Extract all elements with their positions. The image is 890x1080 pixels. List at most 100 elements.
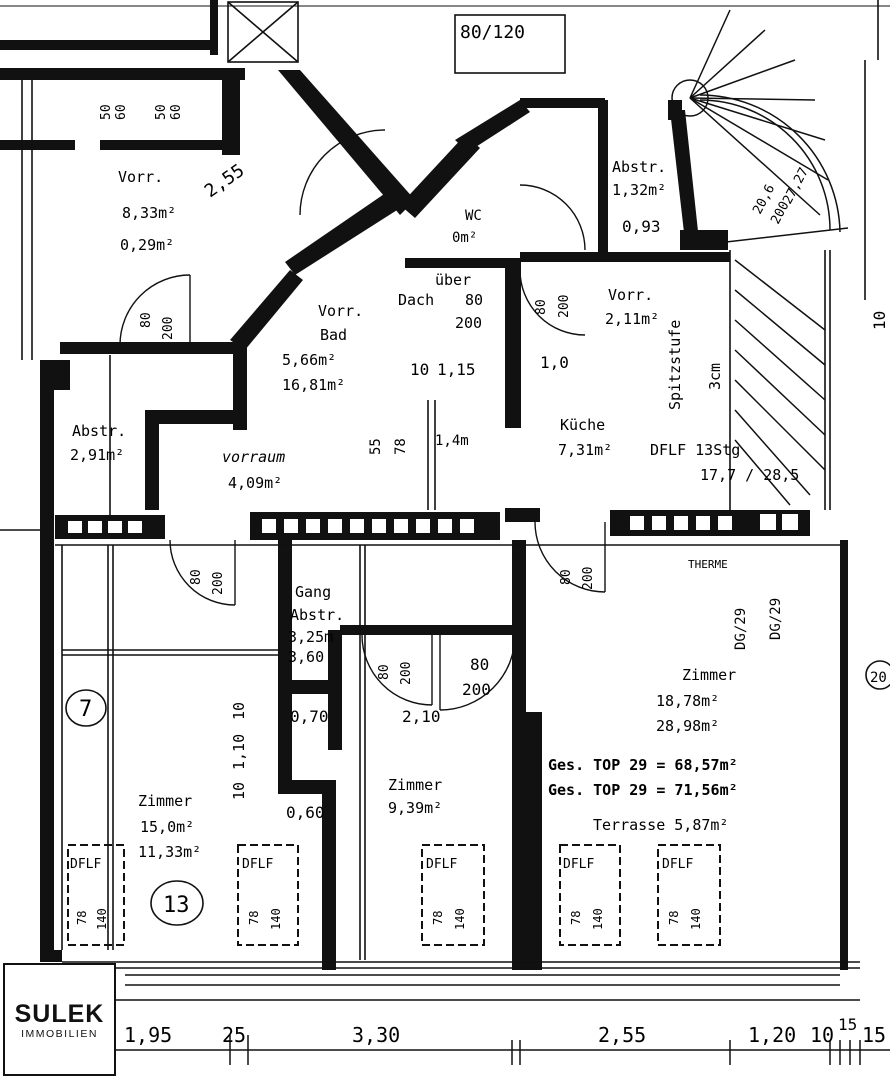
bottom-dim-25: 25 <box>222 1023 246 1047</box>
logo-sub: IMMOBILIEN <box>21 1027 98 1040</box>
zimmer-left-name: Zimmer <box>138 792 192 810</box>
total-line2: Ges. TOP 29 = 71,56m² <box>548 781 738 799</box>
zimmer-right-area2: 28,98m² <box>656 717 719 735</box>
dg-label1: DG/29 <box>733 608 749 650</box>
dflf-w5-h: 140 <box>689 908 703 930</box>
door-swings <box>119 129 606 711</box>
sulek-logo: SULEK IMMOBILIEN <box>3 963 116 1076</box>
dflf-label: DFLF 13Stg <box>650 441 740 459</box>
bottom-dim-15a: 15 <box>838 1015 857 1034</box>
gang-name: Gang <box>295 583 331 601</box>
dflf-w5: DFLF <box>662 857 693 872</box>
vorr2-area: 2,11m² <box>605 310 659 328</box>
bad-area: 5,66m² <box>282 351 336 369</box>
door-l1-h: 200 <box>161 317 176 340</box>
dflf-w3: DFLF <box>426 857 457 872</box>
marker-twenty: 20 <box>870 670 887 686</box>
abstr-left-name: Abstr. <box>72 422 126 440</box>
markers <box>65 660 890 926</box>
ueber-door-h: 200 <box>455 314 482 332</box>
vorr-top-area2: 0,29m² <box>120 236 174 254</box>
door-r1-w: 80 <box>559 569 574 585</box>
staircase <box>671 9 849 506</box>
marker-seven: 7 <box>79 697 92 722</box>
door-l2-w: 80 <box>189 569 204 585</box>
bottom-dim-10: 10 <box>810 1023 834 1047</box>
vert-60b: 60 <box>169 104 184 120</box>
dflf-w4: DFLF <box>563 857 594 872</box>
wc-area: 0m² <box>452 230 477 246</box>
door-r1-h: 200 <box>581 567 596 590</box>
dflf-w2-h: 140 <box>269 908 283 930</box>
door-l2-h: 200 <box>211 572 226 595</box>
dim-070: 0,70 <box>290 707 329 726</box>
zimmer-left-area2: 11,33m² <box>138 843 201 861</box>
zimmer-right-name: Zimmer <box>682 666 736 684</box>
bottom-dim-195: 1,95 <box>124 1023 172 1047</box>
ueber-door-w: 80 <box>465 291 483 309</box>
terrace-label: Terrasse 5,87m² <box>593 816 728 834</box>
wc-name: WC <box>465 208 482 224</box>
outer-walls <box>0 0 848 970</box>
vert-50a: 50 <box>99 104 114 120</box>
ueber-label: über <box>435 271 471 289</box>
zimmer-left-area: 15,0m² <box>140 818 194 836</box>
bottom-dim-330: 3,30 <box>352 1023 400 1047</box>
dflf-dims: 17,7 / 28,5 <box>700 466 799 484</box>
vorraum-name: vorraum <box>222 448 285 466</box>
bottom-dim-120: 1,20 <box>748 1023 796 1047</box>
bottom-dim-255: 2,55 <box>598 1023 646 1047</box>
gang-dim: 3,60 <box>288 648 324 666</box>
dim-115: 1,15 <box>437 360 476 379</box>
vorraum-area: 4,09m² <box>228 474 282 492</box>
dflf-w4-w: 78 <box>569 911 583 925</box>
vorr-top-name: Vorr. <box>118 168 163 186</box>
logo-brand: SULEK <box>14 999 105 1028</box>
thin-lines <box>0 0 890 1051</box>
dflf-w1: DFLF <box>70 857 101 872</box>
gang-name2: Abstr. <box>290 606 344 624</box>
stair-rise2: 27,27 <box>780 165 812 207</box>
kueche-name: Küche <box>560 416 605 434</box>
dflf-w3-h: 140 <box>453 908 467 930</box>
bottom-dim-15b: 15 <box>862 1023 886 1047</box>
dflf-w5-w: 78 <box>667 911 681 925</box>
dim-14m: 1,4m <box>435 433 469 449</box>
zimmer-mid-name: Zimmer <box>388 776 442 794</box>
dflf-w1-h: 140 <box>95 908 109 930</box>
dim-10: 1,0 <box>540 353 569 372</box>
zimmer-mid-area: 9,39m² <box>388 799 442 817</box>
gang-area: 3,25m <box>288 628 333 646</box>
dim-10c: 10 <box>410 360 429 379</box>
dflf-w2: DFLF <box>242 857 273 872</box>
top-left-width: 2,55 <box>201 160 249 202</box>
dim-78: 78 <box>393 438 409 455</box>
dflf-w4-h: 140 <box>591 908 605 930</box>
dim-55: 55 <box>368 438 384 455</box>
marker-thirteen: 13 <box>163 893 190 918</box>
zimmer-right-area: 18,78m² <box>656 692 719 710</box>
vorr-top-area: 8,33m² <box>122 204 176 222</box>
right-edge-mark: 10 <box>870 311 889 330</box>
vorr-bad-name: Vorr. <box>318 302 363 320</box>
vert-60a: 60 <box>114 104 129 120</box>
spitzstufe-label: Spitzstufe <box>666 320 684 410</box>
door-l1-w: 80 <box>139 312 154 328</box>
window-strips <box>68 514 798 533</box>
dim-110: 1,10 <box>230 734 248 770</box>
bad-area2: 16,81m² <box>282 376 345 394</box>
dflf-w3-w: 78 <box>431 911 445 925</box>
bad-name: Bad <box>320 326 347 344</box>
kueche-area: 7,31m² <box>558 441 612 459</box>
total-line1: Ges. TOP 29 = 68,57m² <box>548 756 738 774</box>
skylight-symbols <box>67 844 721 946</box>
door-m1-w: 80 <box>377 664 392 680</box>
dach-label: Dach <box>398 291 434 309</box>
dimension-ticks <box>229 1035 861 1065</box>
dflf-w1-w: 78 <box>75 911 89 925</box>
abstr-top-area: 1,32m² <box>612 181 666 199</box>
abstr-top-dim: 0,93 <box>622 217 661 236</box>
door-k-h: 200 <box>557 295 572 318</box>
abstr-left-area: 2,91m² <box>70 446 124 464</box>
